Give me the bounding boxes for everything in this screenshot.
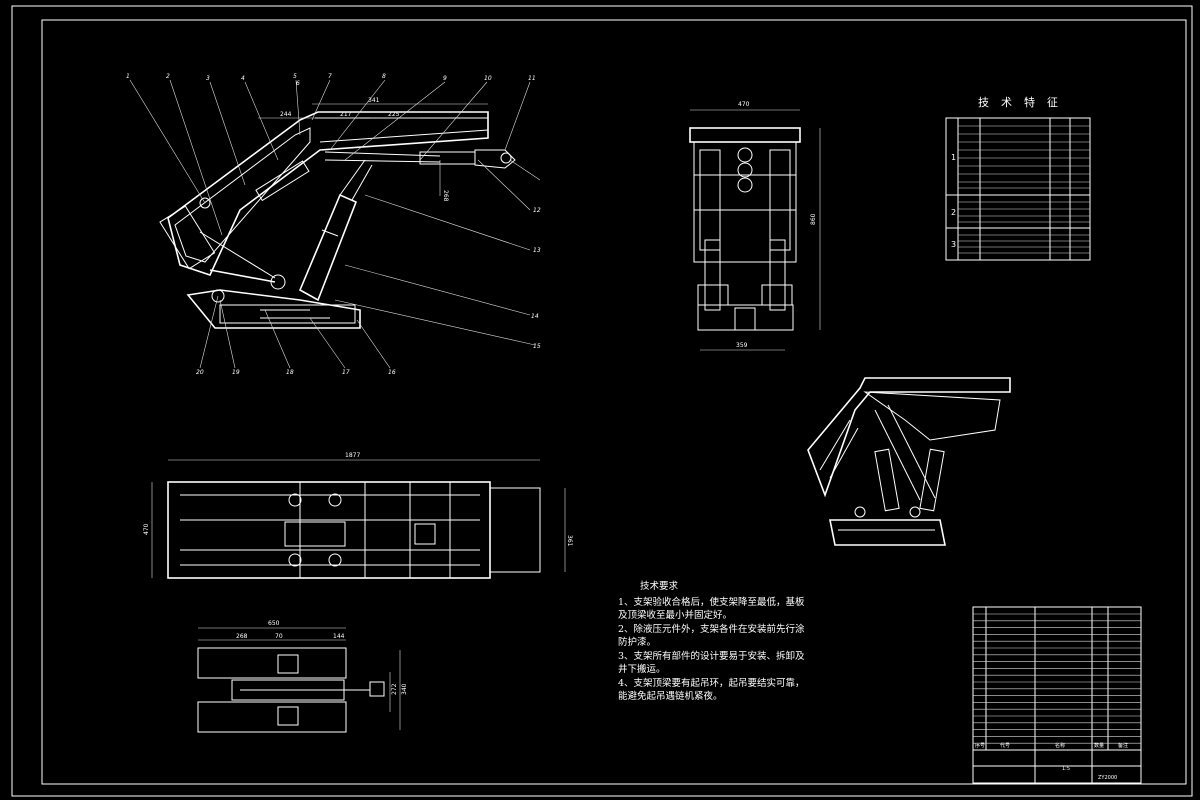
side-dim-2: 217 [340,111,352,118]
technical-requirement-line: 1、支架验收合格后，使支架降至最低，基板 [618,596,805,608]
callout-15: 15 [533,343,541,350]
inner-border [41,19,1187,785]
title-block-scale: 1:5 [1062,766,1070,772]
callout-19: 19 [232,369,240,376]
technical-spec-title: 技术特征 [978,96,1070,109]
callout-9: 9 [443,75,447,82]
parts-header-remark: 备注 [1118,742,1128,749]
base-dim-seg1: 268 [236,633,248,640]
top-dim-length: 1877 [345,452,360,459]
base-dim-length: 650 [268,620,280,627]
callout-20: 20 [196,369,204,376]
front-view-drawing: 470 359 860 [689,101,821,351]
base-dim-seg2: 70 [275,633,283,640]
technical-requirement-line: 及顶梁收至最小并固定好。 [618,610,733,621]
technical-requirements-title: 技术要求 [640,581,679,592]
technical-requirement-line: 2、除液压元件外，支架各件在安装前先行涂 [618,623,805,635]
top-dim-width-left: 470 [143,523,150,535]
side-dim-4: 244 [280,111,292,118]
parts-header-code: 代号 [1000,742,1010,749]
top-dim-width-right: 361 [566,535,573,547]
title-block-drawing-number: ZY2000 [1098,775,1117,781]
parts-header-name: 名称 [1055,742,1065,749]
callout-5: 5 [293,73,297,80]
callout-7: 7 [328,73,332,80]
callout-14: 14 [531,313,539,320]
parts-header-qty: 数量 [1094,742,1104,749]
base-dim-w2: 340 [401,683,408,695]
side-view-drawing: 341 217 225 244 268 [126,73,541,376]
callout-10: 10 [484,75,492,82]
base-dim-w1: 272 [391,683,398,695]
spec-group-3: 3 [951,240,956,249]
front-dim-height: 860 [810,213,817,225]
technical-requirement-line: 防护漆。 [618,637,657,648]
side-dim-5: 268 [442,190,449,202]
spec-group-1: 1 [951,153,956,162]
callout-18: 18 [286,369,294,376]
top-view-drawing: 1877 470 361 [143,452,573,579]
outer-border [11,5,1193,797]
side-dim-1: 341 [368,97,380,104]
side-dim-3: 225 [388,111,400,118]
parts-list-table: 序号 代号 名称 数量 备注 1:5 ZY2000 [972,606,1142,784]
callout-6: 6 [296,80,300,87]
callout-13: 13 [533,247,541,254]
callout-1: 1 [126,73,130,80]
technical-requirement-line: 4、支架顶梁要有起吊环，起吊要结实可靠， [618,677,805,689]
technical-requirements: 技术要求 1、支架验收合格后，使支架降至最低，基板 及顶梁收至最小并固定好。 2… [618,580,818,704]
front-dim-width-top: 470 [738,101,750,108]
base-view-drawing: 650 268 70 144 272 340 [197,620,408,733]
technical-spec-table: 1 2 3 [945,117,1091,261]
technical-requirement-line: 能避免起吊遇链机紧夜。 [618,691,723,702]
callout-12: 12 [533,207,541,214]
callout-16: 16 [388,369,396,376]
base-dim-seg3: 144 [333,633,345,640]
callout-8: 8 [382,73,386,80]
callout-2: 2 [166,73,170,80]
callout-17: 17 [342,369,350,376]
spec-group-2: 2 [951,208,956,217]
isometric-view-drawing [807,377,1011,546]
technical-requirement-line: 3、支架所有部件的设计要易于安装、拆卸及 [618,650,805,662]
callout-3: 3 [206,75,210,82]
front-dim-width-bottom: 359 [736,342,748,349]
parts-header-index: 序号 [975,742,985,749]
callout-4: 4 [241,75,245,82]
callout-11: 11 [528,75,536,82]
technical-requirement-line: 井下搬运。 [618,664,666,675]
